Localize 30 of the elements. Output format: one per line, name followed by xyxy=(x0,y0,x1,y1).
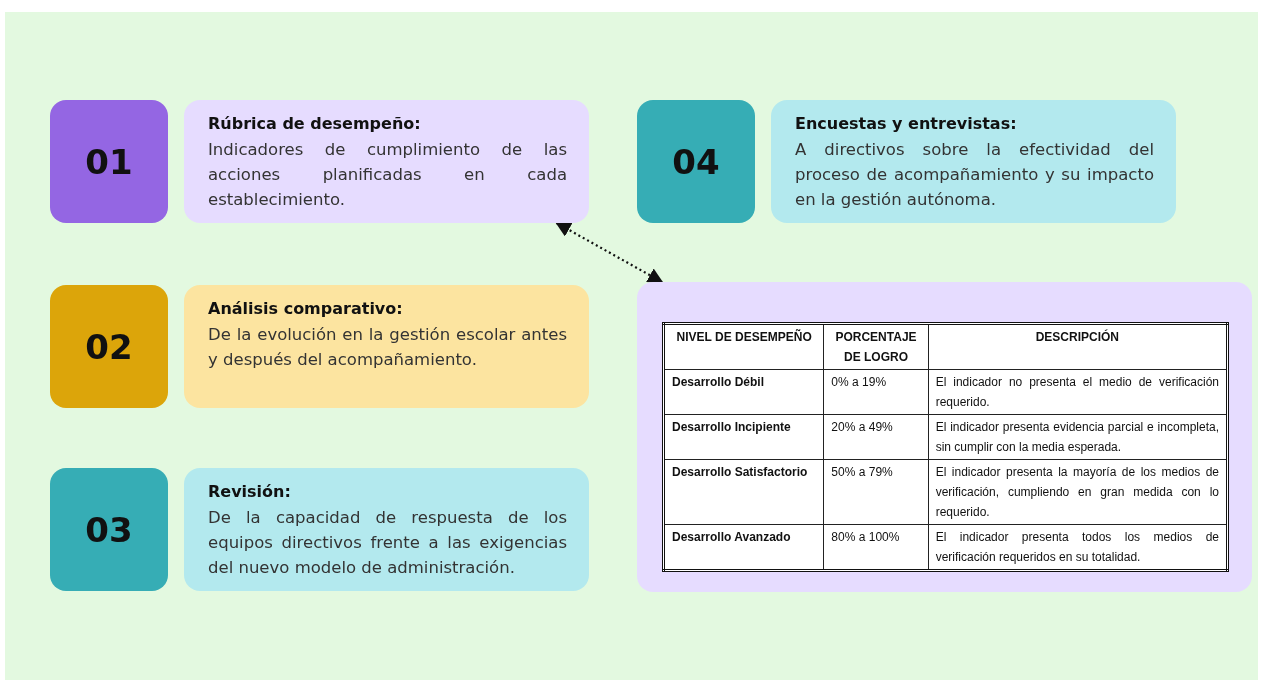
card-heading: Encuestas y entrevistas: xyxy=(795,114,1018,133)
info-card xyxy=(184,285,589,408)
number-tile xyxy=(637,100,755,223)
number-tile xyxy=(50,100,168,223)
performance-level: Desarrollo Incipiente xyxy=(663,414,824,460)
step-number: 02 xyxy=(85,326,133,367)
percentage-range: 0% a 19% xyxy=(823,369,929,415)
percentage-range: 50% a 79% xyxy=(823,459,929,525)
card-heading: Revisión: xyxy=(208,482,292,501)
performance-level: Desarrollo Débil xyxy=(663,369,824,415)
info-card xyxy=(184,100,589,223)
info-card xyxy=(771,100,1176,223)
card-description: A directivos sobre la efectividad del proceso de acompañamiento y su impacto en la gestión autónoma. xyxy=(795,139,1154,211)
info-card xyxy=(184,468,589,591)
card-heading: Análisis comparativo: xyxy=(208,299,404,318)
dotted-arrow xyxy=(555,222,664,283)
card-description: De la evolución en la gestión escolar antes y después del acompañamiento. xyxy=(208,324,567,371)
number-tile xyxy=(50,468,168,591)
card-description: De la capacidad de respuesta de los equipos directivos frente a las exigencias del nuevo modelo de administración. xyxy=(208,507,567,579)
performance-level: Desarrollo Satisfactorio xyxy=(663,459,824,525)
step-number: 03 xyxy=(85,509,133,550)
card-heading: Rúbrica de desempeño: xyxy=(208,114,422,133)
column-header: PORCENTAJE DE LOGRO xyxy=(823,323,929,370)
column-header: NIVEL DE DESEMPEÑO xyxy=(663,323,824,370)
step-number: 01 xyxy=(85,141,133,182)
percentage-range: 20% a 49% xyxy=(823,414,929,460)
number-tile xyxy=(50,285,168,408)
card-description: Indicadores de cumplimiento de las acciones planificadas en cada establecimiento. xyxy=(208,139,567,211)
step-number: 04 xyxy=(672,141,720,182)
table-panel xyxy=(637,282,1252,592)
